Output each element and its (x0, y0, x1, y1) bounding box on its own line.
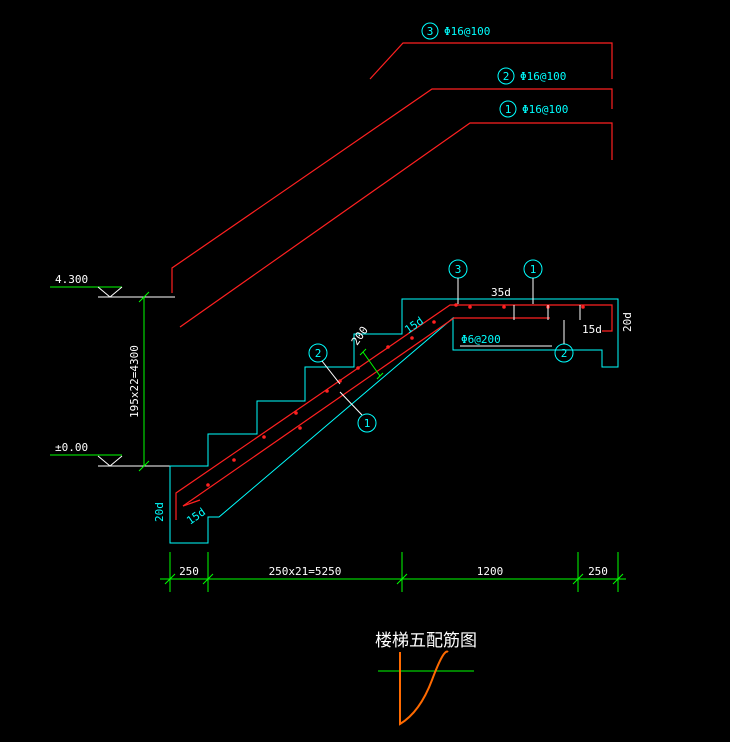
slab-thickness-label: 200 (349, 324, 371, 348)
dim-run-4: 250 (588, 565, 608, 578)
svg-text:3: 3 (455, 263, 462, 276)
callout-number-1: 1 (505, 103, 512, 116)
callout-marker-3 (421, 22, 439, 40)
riser-dimension-label: 195x22=4300 (128, 345, 141, 418)
elevation-top-triangle (97, 286, 123, 298)
callout-marker-2 (497, 67, 515, 85)
stair-step-profile (169, 298, 619, 544)
drawing-title: 楼梯五配筋图 (375, 631, 477, 651)
top-rebar-line (175, 304, 613, 520)
svg-text:2: 2 (315, 347, 322, 360)
rebar-shape-2-line (171, 88, 613, 293)
dim-run-3: 1200 (477, 565, 504, 578)
section-marker-1-bottom: 1 (339, 391, 377, 433)
rebar-callout-3: 3 Φ16@100 (369, 22, 613, 80)
elevation-bottom: ±0.00 (50, 441, 175, 467)
moment-diagram (378, 650, 474, 726)
stair-main-rebar (175, 304, 613, 520)
anchor-upper-slope-label: 15d (402, 314, 426, 336)
svg-text:1: 1 (530, 263, 537, 276)
dim-run-1: 250 (179, 565, 199, 578)
callout-marker-1 (499, 100, 517, 118)
callout-spec-3: Φ16@100 (444, 25, 490, 38)
elevation-bottom-triangle (97, 455, 123, 467)
anchor-upper-vertical-label: 20d (621, 312, 634, 332)
anchor-lower-slope-label: 15d (184, 505, 208, 527)
anchor-upper-hook-label: 15d (582, 323, 602, 336)
section-marker-1-top: 1 (523, 259, 543, 304)
landing-stirrups (513, 305, 581, 320)
svg-text:1: 1 (364, 417, 371, 430)
anchor-upper-horizontal-label: 35d (491, 286, 511, 299)
stair-outline (169, 298, 619, 544)
callout-spec-1: Φ16@100 (522, 103, 568, 116)
distribution-bar-callout: Φ6@200 (460, 333, 552, 347)
svg-text:2: 2 (561, 347, 568, 360)
horizontal-dimensions: 250 250x21=5250 1200 250 (160, 552, 626, 592)
callout-number-3: 3 (427, 25, 434, 38)
distribution-bar-label: Φ6@200 (461, 333, 501, 346)
distribution-bar-dots (206, 303, 585, 487)
rebar-callout-1: 1 Φ16@100 (179, 100, 613, 328)
rebar-callout-2: 2 Φ16@100 (171, 67, 613, 293)
rebar-shape-1-line (179, 122, 613, 328)
bottom-rebar-line (182, 317, 550, 507)
moment-diagram-curve (399, 650, 449, 726)
elevation-top: 4.300 (50, 273, 175, 298)
elevation-bottom-label: ±0.00 (55, 441, 88, 454)
rebar-shape-3-line (369, 42, 613, 80)
section-marker-2-left: 2 (308, 343, 341, 385)
callout-number-2: 2 (503, 70, 510, 83)
callout-spec-2: Φ16@100 (520, 70, 566, 83)
riser-dimension: 195x22=4300 (128, 291, 150, 472)
section-marker-2-right: 2 (554, 320, 574, 363)
anchor-lower-vertical-label: 20d (153, 502, 166, 522)
elevation-top-label: 4.300 (55, 273, 88, 286)
section-marker-3: 3 (448, 259, 468, 304)
dim-run-2: 250x21=5250 (269, 565, 342, 578)
